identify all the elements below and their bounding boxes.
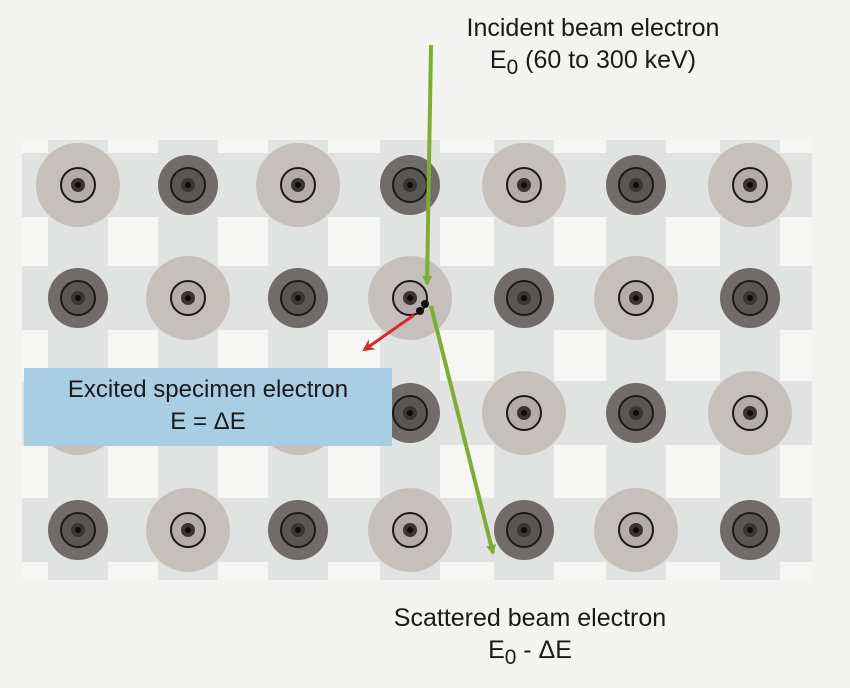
atom-nucleus <box>521 410 527 416</box>
dark-atom <box>494 500 554 560</box>
atom-nucleus <box>75 295 81 301</box>
dark-atom <box>720 268 780 328</box>
scattered-energy-symbol: E <box>488 636 505 664</box>
atom-nucleus <box>747 527 753 533</box>
light-atom <box>482 371 566 455</box>
atom-nucleus <box>521 182 527 188</box>
atom-nucleus <box>75 182 81 188</box>
dark-atom <box>268 500 328 560</box>
incident-beam-title: Incident beam electron <box>466 14 720 42</box>
excited-electron-arrow <box>362 313 415 352</box>
atom-nucleus <box>407 182 413 188</box>
atom-nucleus <box>633 527 639 533</box>
dark-atom <box>494 268 554 328</box>
atom-nucleus <box>521 295 527 301</box>
electron-paths <box>362 44 496 555</box>
atom-nucleus <box>521 527 527 533</box>
light-atom <box>368 256 452 340</box>
dark-atom <box>268 268 328 328</box>
atom-nucleus <box>185 182 191 188</box>
excited-electron-energy: E = ΔE <box>170 408 246 435</box>
incident-energy-range: (60 to 300 keV) <box>518 46 697 74</box>
scattered-beam-energy: E0 - ΔE <box>355 634 705 674</box>
scattered-energy-loss: - ΔE <box>516 636 572 664</box>
atom-nucleus <box>185 295 191 301</box>
light-atom <box>708 143 792 227</box>
dark-atom <box>720 500 780 560</box>
light-atom <box>146 488 230 572</box>
atom-nucleus <box>407 527 413 533</box>
atom-nucleus <box>747 410 753 416</box>
incident-energy-symbol: E <box>489 46 507 74</box>
scattering-electron-dot <box>416 307 424 315</box>
light-atom <box>482 143 566 227</box>
dark-atom <box>380 383 440 443</box>
scattered-beam-arrow <box>429 305 496 555</box>
atom-nucleus <box>633 410 639 416</box>
light-atom <box>594 488 678 572</box>
excited-electron-title: Excited specimen electron <box>67 376 349 403</box>
dark-atom <box>606 155 666 215</box>
atom-nucleus <box>407 295 413 301</box>
atom-nucleus <box>407 410 413 416</box>
light-atom <box>368 488 452 572</box>
atom-nucleus <box>747 182 753 188</box>
dark-atom <box>48 500 108 560</box>
incident-energy-subscript: 0 <box>506 56 519 79</box>
atom-nucleus <box>633 182 639 188</box>
scattering-electron-dot <box>421 300 429 308</box>
dark-atom <box>158 155 218 215</box>
atom-nucleus <box>295 527 301 533</box>
dark-atom <box>48 268 108 328</box>
scattered-beam-label: Scattered beam electron E0 - ΔE <box>355 602 705 674</box>
atom-nucleus <box>747 295 753 301</box>
light-atom <box>708 371 792 455</box>
light-atom <box>36 143 120 227</box>
atom-nucleus <box>295 182 301 188</box>
light-atom <box>256 143 340 227</box>
dark-atom <box>380 155 440 215</box>
atom-nucleus <box>295 295 301 301</box>
scattered-energy-subscript: 0 <box>504 646 517 669</box>
atom-nucleus <box>185 527 191 533</box>
light-atom <box>594 256 678 340</box>
excited-electron-label-box: Excited specimen electron E = ΔE <box>24 368 392 446</box>
atom-nucleus <box>75 527 81 533</box>
scattered-beam-title: Scattered beam electron <box>393 604 667 632</box>
incident-beam-arrow <box>422 44 433 286</box>
incident-beam-energy: E0 (60 to 300 keV) <box>418 44 768 84</box>
dark-atom <box>606 383 666 443</box>
atom-nucleus <box>633 295 639 301</box>
light-atom <box>146 256 230 340</box>
incident-beam-label: Incident beam electron E0 (60 to 300 keV… <box>418 12 768 84</box>
